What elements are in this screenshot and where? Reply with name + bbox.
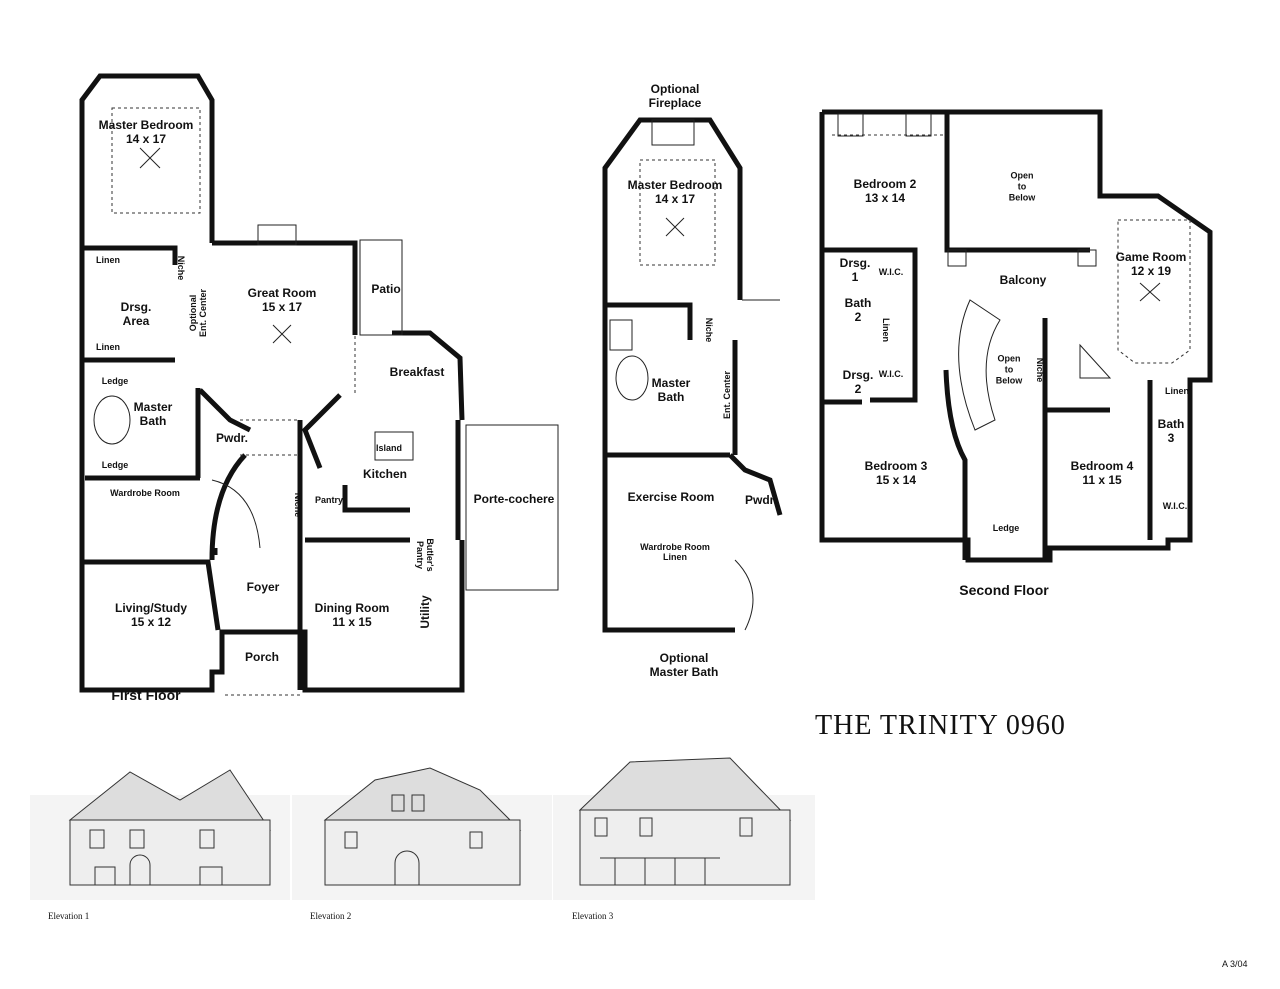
optional-plan-walls [602,117,783,633]
elevation-1-label: Elevation 1 [48,911,90,921]
room-wardrobe: Wardrobe Room [110,488,180,498]
elevation-drawings [30,757,815,900]
ent-center-label: Ent. Center [722,370,732,420]
second-floor-walls [819,109,1213,563]
first-floor-walls [79,73,559,696]
island-label: Island [375,443,403,453]
room-linen: Linen [1165,386,1189,396]
room-wic: W.I.C. [1162,501,1188,511]
room-kitchen: Kitchen [362,467,408,481]
room-pantry: Pantry [314,495,344,505]
room-patio: Patio [371,282,401,296]
ledge-label: Ledge [101,460,129,470]
room-utility: Utility [418,595,432,629]
niche-label: Niche [293,492,303,518]
elevation-2-label: Elevation 2 [310,911,352,921]
ledge-label: Ledge [992,523,1020,533]
elevation-3-label: Elevation 3 [572,911,614,921]
niche-label: Niche [704,317,714,343]
room-linen: Linen [881,318,891,342]
room-foyer: Foyer [246,580,280,594]
room-drsg-area: Drsg.Area [120,300,152,328]
room-balcony: Balcony [999,273,1047,287]
plan-title: THE TRINITY 0960 [815,710,1066,741]
room-powder: Pwdr. [744,493,778,507]
second-floor-label: Second Floor [959,582,1049,598]
room-linen: Linen [96,342,120,352]
room-drsg-1: Drsg.1 [839,256,871,284]
room-porch: Porch [244,650,280,664]
room-wic: W.I.C. [878,369,904,379]
room-exercise: Exercise Room [627,490,715,504]
room-breakfast: Breakfast [389,365,445,379]
ceiling-fan-icons [139,147,1161,344]
first-floor-label: First Floor [111,687,181,703]
room-drsg-2: Drsg.2 [842,368,874,396]
room-linen: Linen [96,255,120,265]
sheet-code: A 3/04 [1222,959,1248,969]
ledge-label: Ledge [101,376,129,386]
niche-label: Niche [1035,357,1045,383]
room-powder: Pwdr. [215,431,249,445]
room-porte-cochere: Porte-cochere [473,492,555,506]
niche-label: Niche [176,255,186,281]
room-wic: W.I.C. [878,267,904,277]
